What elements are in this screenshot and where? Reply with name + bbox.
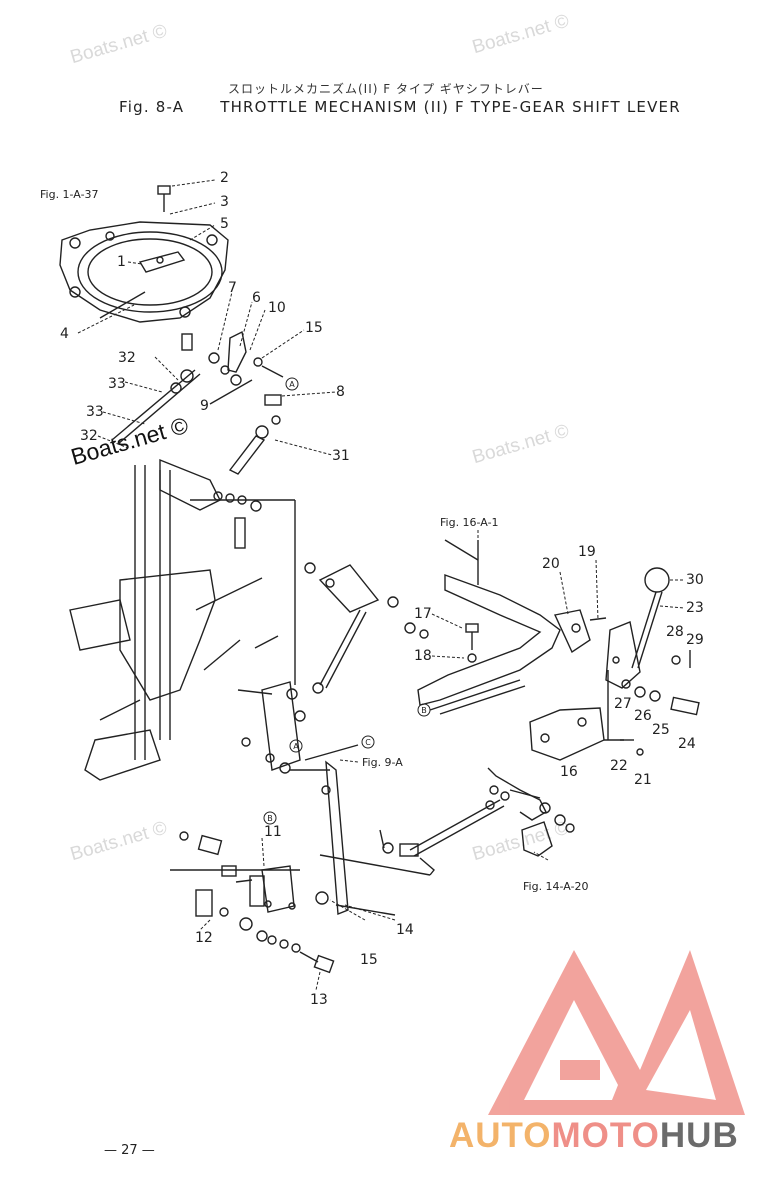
- callout-26: 26: [634, 708, 652, 724]
- marker-a-letter: A: [289, 380, 295, 389]
- logo-part-hub: HUB: [659, 1116, 739, 1155]
- logo-part-auto: AUTO: [449, 1116, 552, 1155]
- callout-22: 22: [610, 758, 628, 774]
- callout-7: 7: [228, 280, 237, 296]
- housing-ring: [77, 231, 223, 313]
- logo-wordmark: AUTOMOTOHUB: [449, 1116, 739, 1156]
- callout-30: 30: [686, 572, 704, 588]
- lever-1: [138, 251, 186, 273]
- callout-16: 16: [560, 764, 578, 780]
- callout-5: 5: [220, 216, 229, 232]
- callout-9: 9: [200, 398, 209, 414]
- marker-b-letter: B: [267, 814, 273, 823]
- callout-21: 21: [634, 772, 652, 788]
- marker-a-letter: A: [293, 742, 299, 751]
- callout-12: 12: [195, 930, 213, 946]
- shift-knob: [644, 567, 670, 593]
- callout-2: 2: [220, 170, 229, 186]
- callout-33: 33: [108, 376, 126, 392]
- figure-id: Fig. 8-A: [119, 98, 185, 116]
- callout-23: 23: [686, 600, 704, 616]
- callout-28: 28: [666, 624, 684, 640]
- marker-b-letter: B: [421, 706, 427, 715]
- logo-part-moto: MOTO: [551, 1116, 660, 1155]
- callout-14: 14: [396, 922, 414, 938]
- callout-32: 32: [80, 428, 98, 444]
- callout-19: 19: [578, 544, 596, 560]
- callout-17: 17: [414, 606, 432, 622]
- marker-a-icon: [289, 739, 303, 753]
- callout-25: 25: [652, 722, 670, 738]
- callout-31: 31: [332, 448, 350, 464]
- callout-20: 20: [542, 556, 560, 572]
- marker-c-letter: C: [365, 738, 371, 747]
- callout-15: 15: [305, 320, 323, 336]
- ref-fig-14a20: Fig. 14-A-20: [523, 880, 589, 893]
- callout-15: 15: [360, 952, 378, 968]
- callout-8: 8: [336, 384, 345, 400]
- housing-plate: [59, 221, 229, 323]
- marker-a-icon: [285, 377, 299, 391]
- title-japanese: スロットルメカニズム(II) F タイプ ギヤシフトレバー: [228, 82, 544, 96]
- marker-b-icon: [263, 811, 277, 825]
- callout-18: 18: [414, 648, 432, 664]
- figure-title: Fig. 8-A THROTTLE MECHANISM (II) F TYPE-…: [119, 98, 681, 116]
- ref-fig-16a1: Fig. 16-A-1: [440, 516, 499, 529]
- callout-6: 6: [252, 290, 261, 306]
- marker-b-icon: [417, 703, 431, 717]
- marker-c-icon: [361, 735, 375, 749]
- callout-1: 1: [117, 254, 126, 270]
- callout-11: 11: [264, 824, 282, 840]
- ref-fig-9a: Fig. 9-A: [362, 756, 403, 769]
- ref-fig-1a37: Fig. 1-A-37: [40, 188, 99, 201]
- callout-13: 13: [310, 992, 328, 1008]
- figure-title-text: THROTTLE MECHANISM (II) F TYPE-GEAR SHIF…: [220, 98, 681, 116]
- logo-mark: [488, 950, 745, 1115]
- callout-10: 10: [268, 300, 286, 316]
- callout-33: 33: [86, 404, 104, 420]
- callout-24: 24: [678, 736, 696, 752]
- callout-29: 29: [686, 632, 704, 648]
- callout-3: 3: [220, 194, 229, 210]
- callout-27: 27: [614, 696, 632, 712]
- page-number: — 27 —: [104, 1143, 155, 1158]
- callout-4: 4: [60, 326, 69, 342]
- callout-32: 32: [118, 350, 136, 366]
